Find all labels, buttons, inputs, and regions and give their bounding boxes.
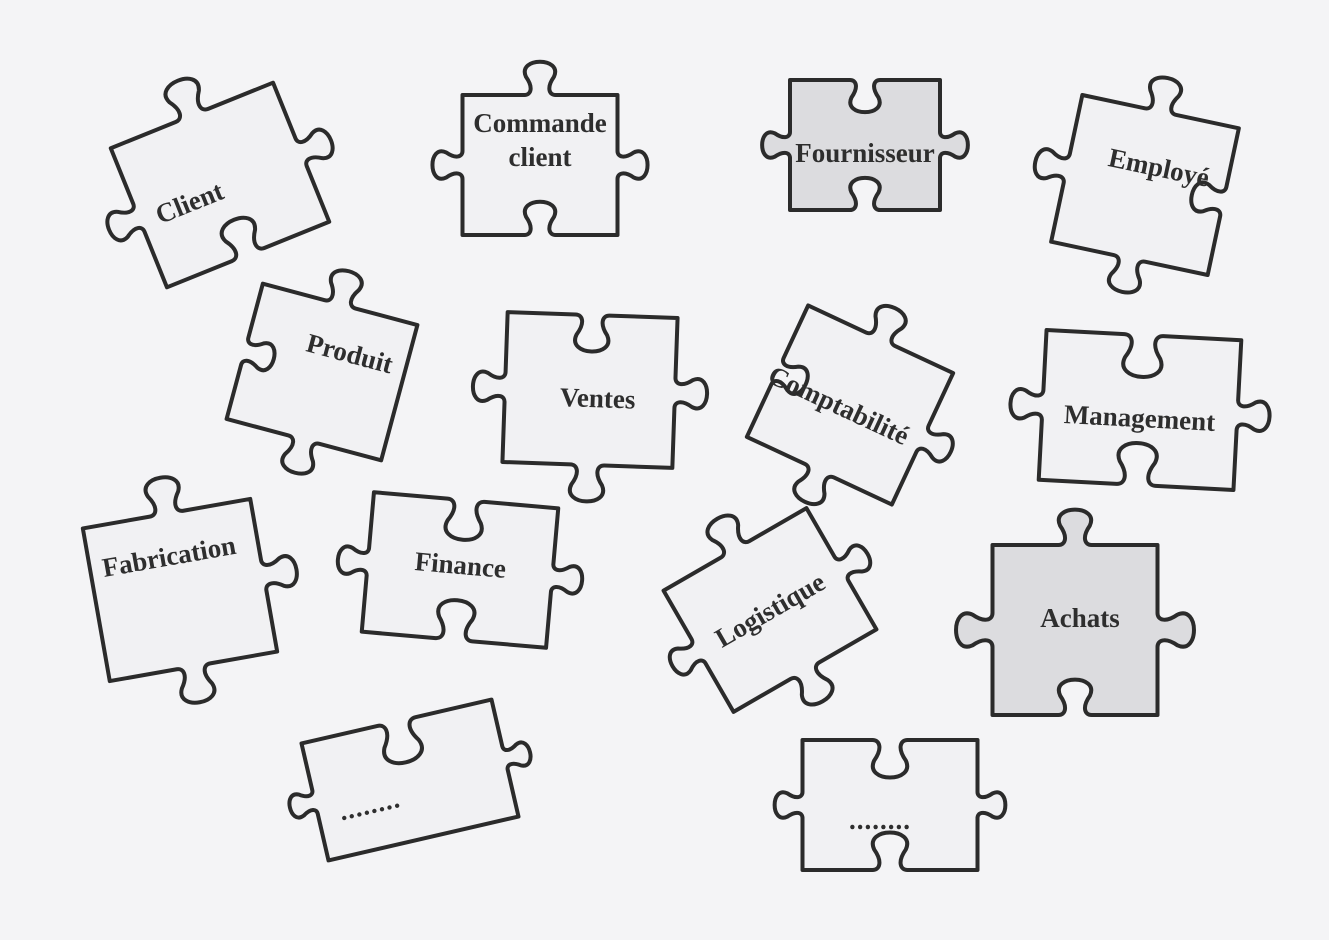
puzzle-piece-shape-produit — [218, 251, 427, 494]
puzzle-piece-fournisseur: Fournisseur — [762, 80, 968, 210]
puzzle-piece-label-fournisseur: Fournisseur — [795, 138, 935, 168]
puzzle-piece-finance: Finance — [332, 490, 588, 651]
puzzle-piece-placeholder-left: ........ — [276, 694, 543, 866]
puzzle-piece-employe: Employé — [1013, 55, 1246, 309]
puzzle-piece-achats: Achats — [956, 510, 1194, 715]
puzzle-piece-ventes: Ventes — [469, 311, 710, 506]
puzzle-piece-label-commande-client: Commande — [473, 108, 607, 138]
puzzle-piece-label-ventes: Ventes — [559, 382, 636, 415]
puzzle-piece-shape-employe — [1013, 55, 1246, 309]
puzzle-piece-management: Management — [1007, 328, 1274, 491]
puzzle-piece-client: Client — [67, 36, 359, 299]
puzzle-piece-shape-client — [67, 36, 359, 299]
puzzle-piece-label-commande-client: client — [509, 142, 572, 172]
puzzle-piece-commande-client: Commande client — [432, 62, 647, 235]
puzzle-piece-logistique: Logistique — [620, 462, 920, 757]
puzzle-piece-fabrication: Fabrication — [76, 457, 316, 717]
puzzle-piece-comptabilite: Comptabilité — [727, 272, 996, 549]
puzzle-piece-shape-fabrication — [76, 457, 316, 717]
puzzle-piece-label-placeholder-right: ........ — [849, 805, 911, 835]
puzzle-piece-produit: Produit — [218, 251, 427, 494]
puzzle-piece-shape-placeholder-left — [276, 694, 543, 866]
puzzle-piece-label-achats: Achats — [1040, 603, 1120, 633]
puzzle-piece-placeholder-right: ........ — [775, 740, 1006, 870]
